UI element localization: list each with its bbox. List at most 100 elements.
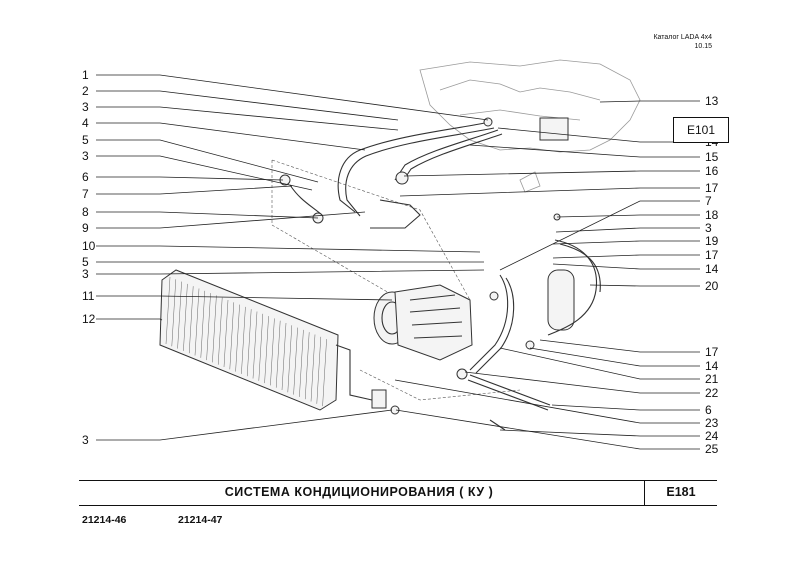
leader-left-14 [96,318,163,321]
callout-right-3: 16 [705,164,719,178]
engine-outline [419,59,641,193]
leader-right-19 [395,409,700,450]
condenser-fin [281,322,287,391]
leader-right-15 [464,371,700,394]
callout-left-10: 10 [82,239,96,253]
leader-right-17 [394,379,700,424]
callout-right-13: 14 [705,359,719,373]
condenser-fin [310,334,316,402]
callout-right-4: 17 [705,181,719,195]
callout-left-9: 9 [82,221,89,235]
condenser-fin [217,297,223,365]
leader-left-10 [96,245,481,253]
callout-left-1: 2 [82,84,89,98]
leader-right-16 [551,404,700,411]
catalog-header: Каталог LADA 4х4 10.15 [653,33,712,51]
leader-right-0 [599,100,700,103]
callout-right-15: 22 [705,386,719,400]
condenser-fin [194,288,200,356]
leader-right-13 [529,347,700,367]
section-code: E181 [666,485,696,499]
callout-right-5: 7 [705,194,712,208]
callout-right-2: 15 [705,150,719,164]
title-bar: СИСТЕМА КОНДИЦИОНИРОВАНИЯ ( КУ ) E181 [79,480,717,506]
upper-hoses [279,117,503,229]
condenser-fin [200,290,206,358]
condenser [159,269,387,411]
callout-right-9: 17 [705,248,719,262]
leader-right-7 [555,227,700,233]
condenser-fin [246,309,252,377]
leader-left-2 [96,106,399,131]
condenser-fin [299,329,304,397]
callout-left-12: 3 [82,267,89,281]
leader-right-18 [499,429,700,437]
condenser-fin [264,316,269,384]
leader-right-8 [552,240,700,245]
assembly-outline-lower [359,369,521,401]
leader-right-9 [552,254,700,259]
condenser-fin [322,339,327,407]
leader-left-7 [96,185,293,195]
leader-right-3 [403,170,700,177]
callout-left-8: 8 [82,205,89,219]
condenser-fin [188,286,194,354]
leader-right-11 [589,284,700,287]
mounting-bracket [539,117,569,141]
callout-left-7: 7 [82,187,89,201]
title-divider [644,481,645,505]
leader-right-2 [469,144,700,158]
condenser-fin [304,332,310,400]
condenser-fin [235,304,240,372]
callout-left-5: 3 [82,149,89,163]
callout-right-6: 18 [705,208,719,222]
leader-left-8 [96,211,319,219]
condenser-fin [223,299,229,368]
callout-left-4: 5 [82,133,89,147]
leader-left-6 [96,176,284,181]
receiver-drier [547,239,601,336]
condenser-fin [252,311,258,379]
callout-right-14: 21 [705,372,719,386]
leader-left-3 [96,122,366,151]
callout-left-14: 12 [82,312,96,326]
leader-left-5 [96,155,313,191]
leader-right-5 [499,200,700,271]
callout-right-7: 3 [705,221,712,235]
callout-left-2: 3 [82,100,89,114]
reference-box: E101 [673,117,729,143]
callout-right-19: 25 [705,442,719,456]
callout-left-3: 4 [82,116,89,130]
callout-right-8: 19 [705,234,719,248]
leader-left-9 [96,211,366,229]
leader-left-4 [96,139,319,183]
leader-right-10 [552,263,700,270]
callout-left-0: 1 [82,68,89,82]
condenser-fin [275,320,281,388]
callout-right-16: 6 [705,403,712,417]
leader-right-14 [499,347,700,380]
page-title: СИСТЕМА КОНДИЦИОНИРОВАНИЯ ( КУ ) [224,485,494,499]
condenser-fin [241,306,246,374]
callout-right-10: 14 [705,262,719,276]
callout-left-13: 11 [82,289,95,303]
callout-right-18: 24 [705,429,719,443]
catalog-date: 10.15 [694,43,712,50]
condenser-fin [258,313,264,381]
callout-left-11: 5 [82,255,89,269]
leader-left-13 [96,295,393,301]
condenser-fin [293,327,298,395]
condenser-fin [206,293,211,361]
condenser-fin [212,295,217,363]
condenser-fin [177,281,182,349]
condenser-fin [171,279,177,347]
condenser-fin [270,318,275,386]
model-code-1: 21214-46 [82,514,127,526]
callout-right-12: 17 [705,345,719,359]
callout-left-15: 3 [82,433,89,447]
condenser-fin [229,302,235,370]
callout-right-11: 20 [705,279,719,293]
compressor [373,284,473,361]
condenser-fin [316,336,322,404]
